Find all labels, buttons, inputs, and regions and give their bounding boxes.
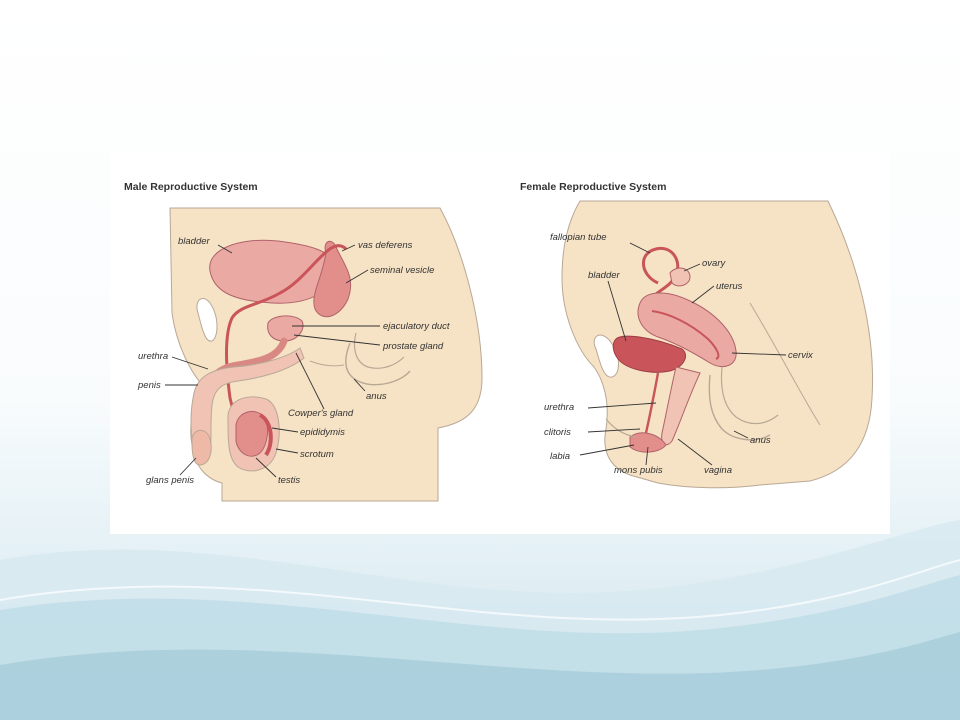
female-ovary — [669, 267, 691, 287]
female-uterus — [637, 292, 737, 367]
label-male-ejaculatory-duct: ejaculatory duct — [383, 321, 450, 332]
label-male-penis: penis — [137, 380, 161, 391]
female-uterus-cavity — [651, 310, 720, 360]
label-male-glans-penis: glans penis — [146, 475, 194, 486]
label-female-mons-pubis: mons pubis — [614, 465, 663, 476]
male-title: Male Reproductive System — [124, 181, 258, 193]
male-glans-penis — [191, 429, 212, 466]
label-female-cervix: cervix — [788, 350, 814, 361]
female-diagram: Female Reproductive System — [520, 181, 874, 489]
label-female-vagina: vagina — [704, 465, 732, 476]
male-rectum — [353, 332, 405, 369]
label-female-bladder: bladder — [588, 270, 621, 281]
male-rectum — [345, 342, 411, 386]
female-bladder — [612, 335, 686, 373]
female-spine-curve — [749, 302, 821, 426]
label-male-prostate-gland: prostate gland — [382, 341, 444, 352]
label-female-urethra: urethra — [544, 402, 574, 413]
label-male-urethra: urethra — [138, 351, 168, 362]
label-female-ovary: ovary — [702, 258, 726, 269]
wave-highlight — [0, 559, 960, 621]
male-diagram: Male Reproductive System — [124, 181, 483, 502]
label-male-anus: anus — [366, 391, 387, 402]
male-perineum-line — [309, 360, 345, 367]
label-male-cowpers-gland: Cowper's gland — [288, 408, 354, 419]
female-urethra — [644, 372, 660, 434]
female-pubic-bone — [593, 334, 619, 378]
label-male-testis: testis — [278, 475, 300, 486]
label-male-seminal-vesicle: seminal vesicle — [370, 265, 434, 276]
female-labia — [629, 432, 667, 453]
label-male-epididymis: epididymis — [300, 427, 345, 438]
female-mons-pubis — [605, 418, 637, 438]
diagram-panel: Male Reproductive System — [110, 153, 890, 534]
label-male-bladder: bladder — [178, 236, 211, 247]
female-rectum — [708, 374, 771, 441]
female-title: Female Reproductive System — [520, 181, 666, 193]
label-female-labia: labia — [550, 451, 570, 462]
male-epididymis — [258, 413, 273, 457]
label-female-fallopian-tube: fallopian tube — [550, 232, 607, 243]
male-seminal-vesicle — [313, 240, 352, 318]
label-female-anus: anus — [750, 435, 771, 446]
label-male-scrotum: scrotum — [300, 449, 334, 460]
female-rectum — [720, 366, 779, 425]
wave-decoration — [0, 632, 960, 720]
label-male-vas-deferens: vas deferens — [358, 240, 413, 251]
label-female-uterus: uterus — [716, 281, 743, 292]
male-testis — [235, 410, 268, 457]
label-female-clitoris: clitoris — [544, 427, 571, 438]
male-pubic-bone — [196, 298, 218, 342]
female-fallopian-tube — [642, 246, 680, 304]
